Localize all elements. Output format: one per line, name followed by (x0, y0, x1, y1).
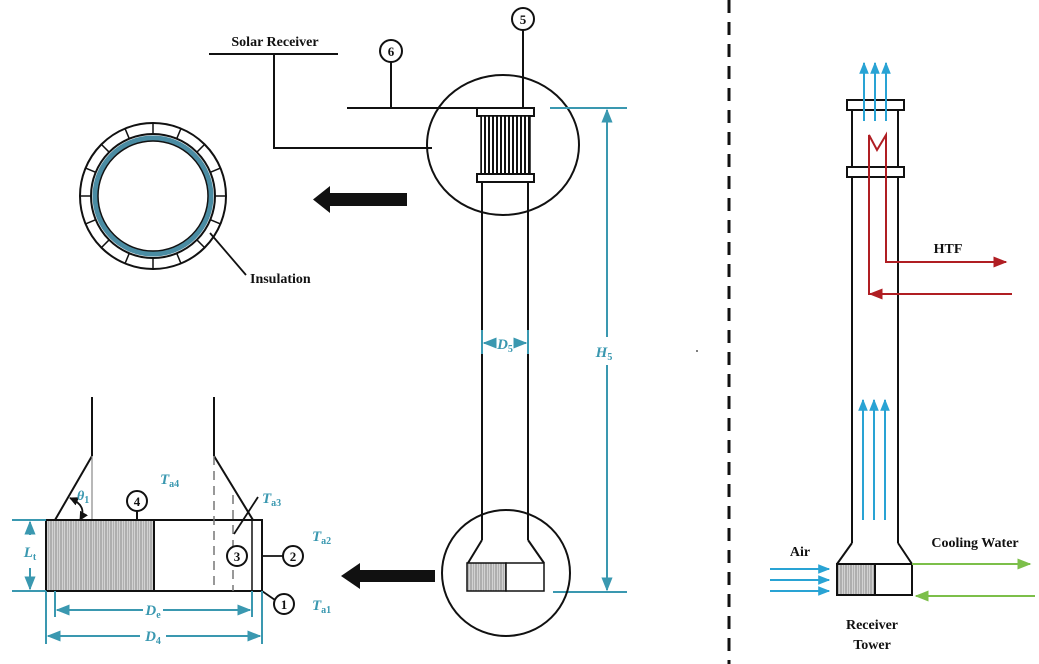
insulation-rib (209, 219, 221, 225)
insulation-rib (100, 239, 110, 249)
marker-1-leader (261, 590, 276, 601)
marker-2-circle (282, 545, 304, 567)
tower-bottom-detail (441, 509, 571, 637)
marker-1-circle (273, 593, 295, 615)
arrow-left-icon (313, 186, 330, 213)
insulation-inner-edge (90, 133, 216, 259)
base-detail: θ1 4 3 2 1 Ta4 Ta3 Ta2 Ta1 (12, 397, 331, 647)
receiver-tube-bundle (480, 115, 531, 175)
bottom-flare-left (467, 539, 483, 564)
insulation-rib (100, 143, 110, 153)
htf-out-line (868, 131, 1008, 295)
receiver-top-flange (476, 107, 535, 117)
h5-dimension: H5 (550, 107, 627, 593)
marker-5-circle (511, 7, 535, 31)
pipe-bore (97, 140, 209, 252)
air-exit-arrows (859, 61, 891, 121)
insulation-rib (124, 128, 130, 140)
base-flare-right (213, 455, 254, 521)
htf-loop: HTF (868, 131, 1012, 300)
arrow-shaft (330, 193, 407, 206)
solar-receiver-callout: Solar Receiver (209, 35, 432, 149)
bottom-flange (846, 166, 905, 178)
flare-right (897, 542, 913, 565)
insulation-rib (85, 167, 97, 173)
insulation-ribs (80, 123, 226, 269)
de-label: De (144, 603, 161, 621)
base-flare-left (54, 455, 93, 521)
pipe-wall-ring (92, 135, 214, 257)
insulation-rib (196, 239, 206, 249)
solar-receiver-leader (273, 54, 432, 149)
marker-6: 6 (347, 39, 478, 109)
d5-label: D5 (496, 337, 513, 355)
insulation-rib (196, 143, 206, 153)
arrow-left-icon (341, 563, 360, 589)
open-section (874, 563, 913, 596)
insulation-rib (85, 219, 97, 225)
d4-label: D4 (144, 629, 161, 647)
insulation-rib (176, 128, 182, 140)
bottom-heat-exchanger (466, 562, 507, 592)
tower-shaft: D5 (481, 182, 529, 540)
insulation-rib (124, 252, 130, 264)
solar-receiver-label: Solar Receiver (231, 35, 318, 50)
arrow-shaft (360, 570, 435, 582)
marker-6-circle (379, 39, 403, 63)
ta3-label: Ta3 (262, 491, 281, 509)
tower-top-detail: 5 (426, 7, 580, 216)
detail-arrow-bottom (341, 563, 435, 589)
insulation-leader (209, 232, 247, 276)
detail-circle-bottom (441, 509, 571, 637)
lt-label: Lt (23, 545, 37, 563)
h5-label: H5 (595, 345, 613, 363)
insulation-label: Insulation (250, 272, 311, 287)
insulation-rib (176, 252, 182, 264)
receiver-tower-label-line1: Receiver (846, 618, 898, 633)
insulation-rib (209, 167, 221, 173)
detail-arrow-top (313, 186, 407, 213)
marker-5-number: 5 (520, 12, 527, 27)
marker-1-number: 1 (281, 597, 288, 612)
bottom-flare-right (527, 539, 545, 564)
air-rise-arrows (858, 398, 890, 520)
htf-label: HTF (934, 242, 963, 257)
flare-left (836, 542, 853, 565)
ta1-label: Ta1 (312, 598, 331, 616)
base-heat-exchanger (45, 519, 155, 592)
marker-4-circle (126, 490, 148, 512)
stray-dot (696, 350, 698, 352)
detail-circle-top (426, 74, 580, 216)
right-panel: HTF Air Cooling Water Receiver Tower (696, 61, 1035, 653)
receiver-bottom-flange (476, 173, 535, 183)
bottom-open-section (505, 562, 545, 592)
receiver-tower-label-line2: Tower (853, 638, 891, 653)
theta1-arc (69, 497, 88, 521)
ta4-label: Ta4 (160, 472, 179, 490)
heat-exchanger (836, 563, 876, 596)
cooling-water-label: Cooling Water (931, 536, 1018, 551)
air-label: Air (790, 545, 810, 560)
marker-3-leader (233, 496, 259, 535)
marker-4-number: 4 (134, 494, 141, 509)
ta2-label: Ta2 (312, 529, 331, 547)
marker-3-circle (226, 545, 248, 567)
air-inlet: Air (770, 545, 831, 596)
insulation-cross-section: Insulation (79, 122, 311, 287)
marker-2-number: 2 (290, 549, 297, 564)
marker-3-number: 3 (234, 549, 241, 564)
theta1-label: θ1 (77, 489, 89, 506)
left-panel: Solar Receiver 6 Insulation (12, 7, 627, 647)
cooling-water: Cooling Water (912, 536, 1035, 602)
marker-6-number: 6 (388, 44, 395, 59)
